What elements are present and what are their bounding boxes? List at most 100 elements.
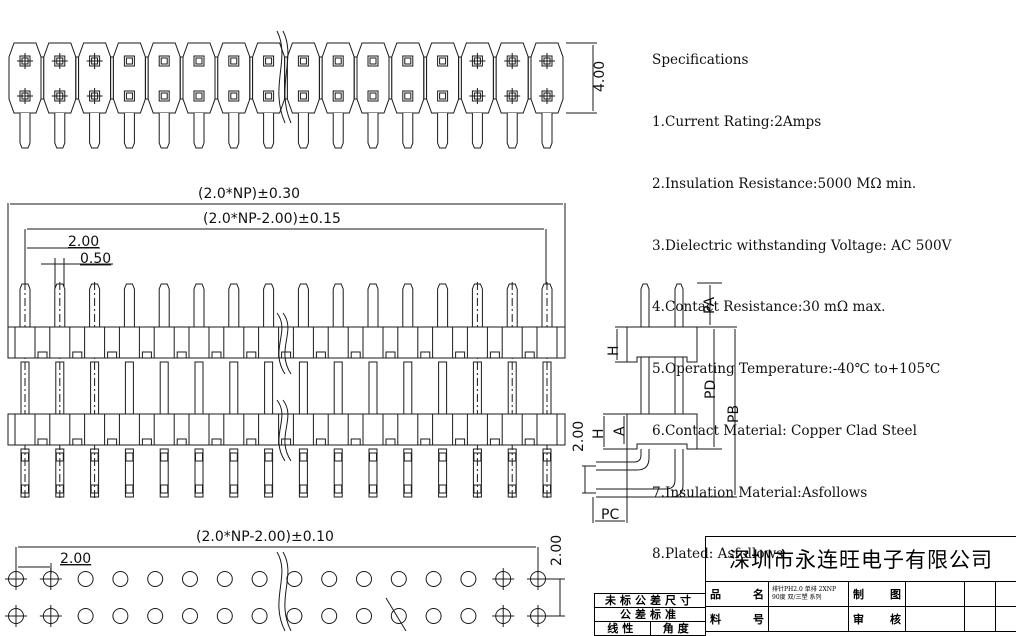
spec-item: 5.Operating Temperature:-40℃ to+105℃ <box>652 359 951 380</box>
pin-upper <box>159 284 169 327</box>
tolerance-linear: 线性 <box>595 622 651 636</box>
footprint-hole-icon <box>78 572 93 587</box>
dim-label-h1: H <box>606 345 622 356</box>
checked-value <box>906 607 965 632</box>
pin-upper <box>298 284 308 327</box>
housing-top <box>113 43 145 113</box>
pin-lower <box>56 449 64 497</box>
footprint-hole-icon <box>113 572 128 587</box>
pin-lower <box>195 449 203 497</box>
pin-upper <box>264 284 274 327</box>
pin-lower <box>91 449 99 497</box>
pin-lower <box>334 449 342 497</box>
pin-lower <box>265 449 273 497</box>
pin-tail <box>194 113 204 148</box>
spec-item: 3.Dielectric withstanding Voltage: AC 50… <box>652 236 951 257</box>
pin-middle <box>299 362 307 414</box>
pin-tail <box>124 113 134 148</box>
pin-middle <box>160 362 168 414</box>
footprint-hole-icon <box>461 572 476 587</box>
dim-pitch: 2.00 <box>68 234 99 250</box>
spec-item: 6.Contact Material: Copper Clad Steel <box>652 421 951 442</box>
pin-upper <box>194 284 204 327</box>
tolerance-line1: 未标公差尺寸 <box>595 594 706 608</box>
footprint-hole-icon <box>357 609 372 624</box>
pin-lower <box>230 449 238 497</box>
footprint-hole-icon <box>322 572 337 587</box>
side-pin-top <box>641 284 649 327</box>
housing-top <box>183 43 215 113</box>
pin-tail <box>20 113 30 148</box>
pin-lower <box>369 449 377 497</box>
tolerance-angular: 角度 <box>650 622 706 636</box>
housing-top <box>287 43 319 113</box>
housing-top <box>427 43 459 113</box>
pin-lower <box>21 449 29 497</box>
part-no-label: 料号 <box>706 607 769 632</box>
footprint-hole-icon <box>287 572 302 587</box>
drawn-label: 制图 <box>849 582 906 607</box>
footprint-hole-icon <box>391 572 406 587</box>
pin-middle <box>265 362 273 414</box>
checked-label: 审核 <box>849 607 906 632</box>
dim-label-a: A <box>612 426 628 436</box>
footprint-hole-icon <box>426 609 441 624</box>
pin-middle <box>439 362 447 414</box>
footprint-hole-icon <box>252 572 267 587</box>
pin-middle <box>125 362 133 414</box>
dim-footprint-pitch: 2.00 <box>60 551 91 567</box>
checked-extra-2 <box>996 607 1016 632</box>
pin-lower <box>160 449 168 497</box>
dim-footprint-row: 2.00 <box>549 535 565 566</box>
dim-pin-width: 0.50 <box>80 251 111 267</box>
housing-top <box>218 43 250 113</box>
dim-overall-length: (2.0*NP)±0.30 <box>198 186 300 202</box>
pin-middle <box>369 362 377 414</box>
pin-tail <box>507 113 517 148</box>
part-no-value <box>769 607 849 632</box>
tolerance-block: 未标公差尺寸 公差标准 线性 角度 <box>594 593 706 636</box>
housing-top <box>148 43 180 113</box>
pin-upper <box>124 284 134 327</box>
footprint-hole-icon <box>287 609 302 624</box>
footprint-hole-icon <box>252 609 267 624</box>
footprint-hole-icon <box>357 572 372 587</box>
specifications-title: Specifications <box>652 50 951 71</box>
pin-lower <box>543 449 551 497</box>
spec-item: 4.Contact Resistance:30 mΩ max. <box>652 297 951 318</box>
drawn-extra <box>965 582 996 607</box>
footprint-hole-icon <box>217 609 232 624</box>
break-line <box>277 552 285 631</box>
pin-tail <box>298 113 308 148</box>
pin-lower <box>508 449 516 497</box>
pin-tail <box>542 113 552 148</box>
pin-middle <box>230 362 238 414</box>
pin-upper <box>438 284 448 327</box>
footprint-hole-icon <box>426 572 441 587</box>
footprint-hole-icon <box>183 572 198 587</box>
pin-upper <box>403 284 413 327</box>
footprint-hole-icon <box>217 572 232 587</box>
pin-upper <box>368 284 378 327</box>
pin-tail <box>264 113 274 148</box>
break-line <box>283 552 291 631</box>
footprint-hole-icon <box>461 609 476 624</box>
spec-item: 2.Insulation Resistance:5000 MΩ min. <box>652 174 951 195</box>
pin-middle <box>404 362 412 414</box>
footprint-hole-icon <box>183 609 198 624</box>
pin-tail <box>403 113 413 148</box>
housing-top <box>392 43 424 113</box>
checked-extra <box>965 607 996 632</box>
footprint-hole-icon <box>322 609 337 624</box>
pin-tail <box>438 113 448 148</box>
spec-item: 1.Current Rating:2Amps <box>652 112 951 133</box>
footprint-hole-icon <box>113 609 128 624</box>
dim-label-h2: H <box>591 428 607 439</box>
pin-tail <box>368 113 378 148</box>
pin-tail <box>229 113 239 148</box>
leader-line <box>386 598 406 631</box>
drawn-value <box>906 582 965 607</box>
dim-footprint-span: (2.0*NP-2.00)±0.10 <box>196 529 334 545</box>
pin-lower <box>404 449 412 497</box>
